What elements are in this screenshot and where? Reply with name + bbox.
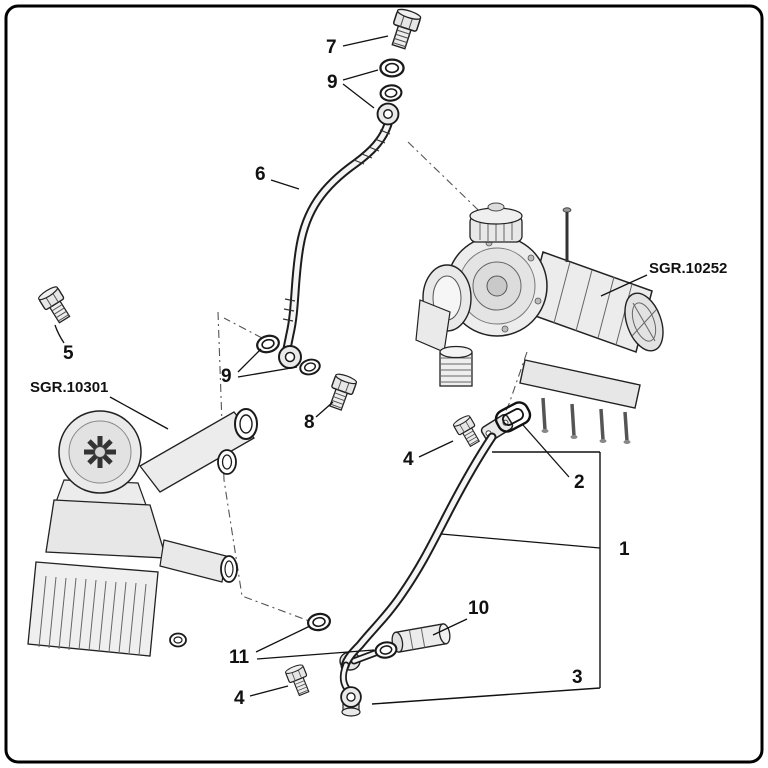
ref-label-sgr10252: SGR.10252: [649, 260, 727, 277]
union-fitting-10: [391, 623, 451, 653]
leader-6: [270, 179, 300, 190]
outlet-flange-ring: [220, 555, 238, 583]
leader-9-top: [342, 69, 379, 109]
stud-pin: [562, 207, 572, 262]
oil-feed-pipe: [278, 124, 390, 369]
callout-9-mid-label: 9: [221, 366, 232, 387]
callouts-and-leaders: 7 9 6 SGR.10252 5 9 SGR.10301 8 4 2 1 10…: [30, 35, 727, 709]
leader-1: [440, 533, 601, 549]
callout-8-label: 8: [304, 412, 315, 433]
callout-11-label: 11: [229, 647, 250, 668]
leader-sgr-10301: [109, 396, 169, 430]
leader-4-lower: [249, 685, 289, 697]
callout-5-label: 5: [63, 343, 74, 364]
seal-ring-11-left: [305, 611, 333, 633]
leader-11: [255, 625, 375, 660]
port-ring-lower: [217, 449, 237, 475]
bolt-4-lower: [284, 662, 314, 698]
sealing-washer-9-right: [297, 356, 323, 378]
turbine-end-cap: [624, 292, 664, 352]
leader-2: [522, 424, 570, 478]
callout-9-upper-label: 9: [327, 72, 338, 93]
bolt-4-upper: [451, 413, 484, 450]
leader-10: [432, 618, 468, 636]
callout-3-label: 3: [572, 667, 583, 688]
mounting-studs: [541, 397, 629, 442]
leader-9-mid: [237, 348, 298, 378]
leader-7: [342, 35, 389, 47]
page-border: [4, 4, 764, 764]
seal-ring-11-right: [373, 639, 399, 661]
banjo-bolt-3: [340, 686, 362, 717]
wastegate-actuator: [469, 202, 523, 243]
port-ring-upper: [234, 408, 258, 440]
banjo-bolt-8: [324, 371, 359, 413]
sealing-washer-9-top: [379, 58, 405, 78]
oil-cooler: [27, 561, 159, 657]
oil-drain-boss: [439, 345, 473, 387]
banjo-union-top: [376, 83, 404, 126]
callout-10-label: 10: [468, 598, 489, 619]
callout-1-label: 1: [619, 539, 630, 560]
compressor-housing: [446, 235, 548, 337]
callout-4-upper-label: 4: [403, 449, 414, 470]
leader-4-upper: [418, 440, 454, 458]
oil-filter-assembly: [27, 408, 258, 657]
bolt-5: [36, 284, 75, 327]
filter-cap: [58, 410, 142, 494]
callout-7-label: 7: [326, 37, 337, 58]
leader-5: [54, 324, 65, 344]
cooler-seal-ring: [169, 632, 187, 648]
leader-8: [315, 401, 334, 418]
callout-bracket: [371, 451, 601, 705]
union-plug-7: [386, 6, 423, 52]
leader-sgr-10252: [600, 274, 648, 297]
callout-6-label: 6: [255, 164, 266, 185]
gasket-2: [494, 401, 532, 433]
callout-4-lower-label: 4: [234, 688, 245, 709]
oil-return-pipe: [339, 414, 514, 691]
turbocharger-assembly: [415, 202, 664, 444]
ref-label-sgr10301: SGR.10301: [30, 379, 108, 396]
callout-2-label: 2: [574, 472, 585, 493]
feed-pipe-banjo-eye: [278, 345, 302, 369]
